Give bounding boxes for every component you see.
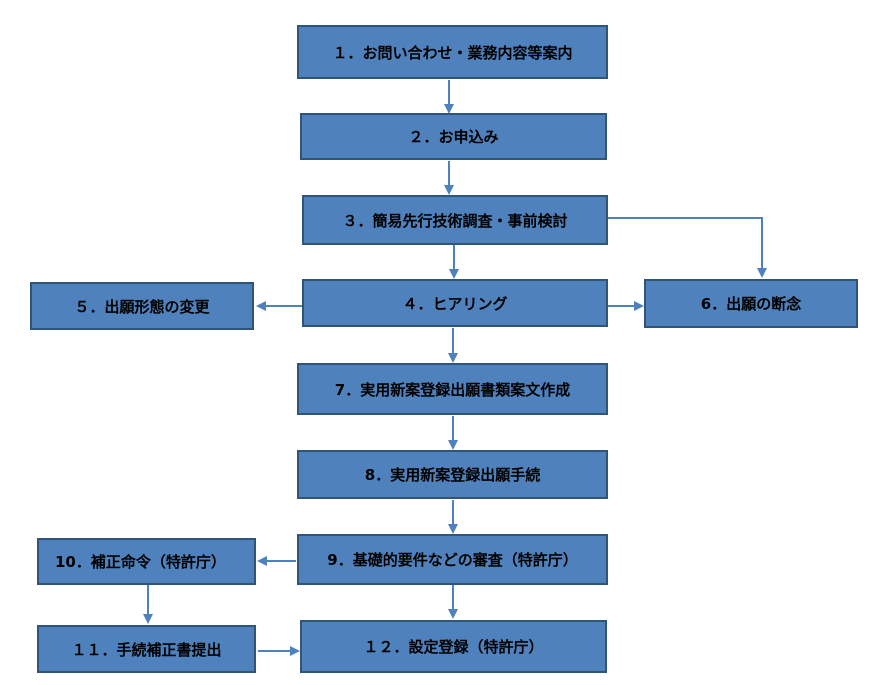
step-5-label: ５．出願形態の変更 (74, 297, 210, 316)
step-5-box: ５．出願形態の変更 (30, 282, 254, 330)
step-10-label: 10．補正命令（特許庁） (55, 553, 226, 571)
step-1-box: １．お問い合わせ・業務内容等案内 (297, 25, 608, 79)
step-8-label: 8．実用新案登録出願手続 (364, 466, 541, 484)
step-9-label: 9．基礎的要件などの審査（特許庁） (327, 551, 578, 569)
step-4-box: ４．ヒアリング (302, 279, 608, 327)
step-3-box: ３．簡易先行技術調査・事前検討 (302, 195, 608, 245)
step-7-box: 7．実用新案登録出願書類案文作成 (297, 363, 608, 415)
step-11-box: １１．手続補正書提出 (37, 625, 256, 673)
step-7-label: 7．実用新案登録出願書類案文作成 (334, 380, 571, 399)
step-2-label: ２．お申込み (408, 128, 499, 146)
step-6-label: 6．出願の断念 (700, 295, 802, 313)
step-12-box: １２．設定登録（特許庁） (300, 620, 607, 673)
step-12-label: １２．設定登録（特許庁） (363, 638, 544, 656)
step-10-box: 10．補正命令（特許庁） (37, 538, 256, 585)
step-4-label: ４．ヒアリング (402, 294, 508, 313)
arrow-3-to-6 (608, 217, 767, 278)
step-1-label: １．お問い合わせ・業務内容等案内 (332, 43, 573, 62)
step-3-label: ３．簡易先行技術調査・事前検討 (342, 211, 568, 230)
step-6-box: 6．出願の断念 (644, 279, 858, 328)
step-9-box: 9．基礎的要件などの審査（特許庁） (297, 534, 608, 585)
step-2-box: ２．お申込み (300, 113, 607, 160)
step-11-label: １１．手続補正書提出 (71, 640, 222, 659)
step-8-box: 8．実用新案登録出願手続 (297, 450, 608, 499)
